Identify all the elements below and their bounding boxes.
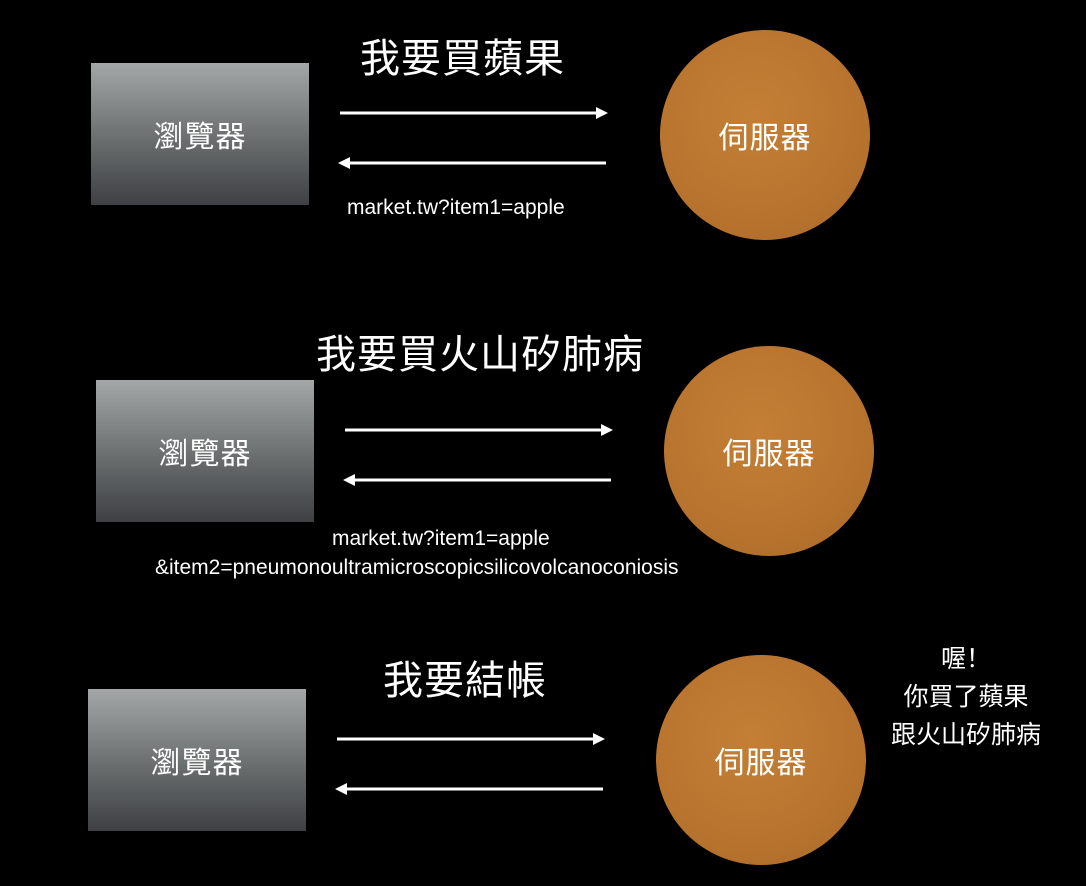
server-note-line: 你買了蘋果 [903,682,1029,711]
server-circle: 伺服器 [664,346,874,556]
server-note: 喔！ 你買了蘋果 跟火山矽肺病 [866,640,1066,754]
browser-box: 瀏覽器 [88,689,306,831]
step-2-title: 我要買火山矽肺病 [316,332,644,378]
request-arrow [345,424,613,436]
step-3-title: 我要結帳 [383,658,547,704]
server-note-line: 喔！ [940,644,991,673]
server-note-line: 跟火山矽肺病 [890,720,1041,749]
request-arrow [340,107,608,119]
request-arrow [337,733,605,745]
url-line: market.tw?item1=apple [332,527,550,550]
browser-box: 瀏覽器 [91,63,309,205]
url-line: &item2=pneumonoultramicroscopicsilicovol… [155,556,679,579]
browser-label: 瀏覽器 [153,120,247,155]
browser-label: 瀏覽器 [158,437,252,472]
browser-label: 瀏覽器 [150,746,244,781]
server-circle: 伺服器 [660,30,870,240]
step-1-title: 我要買蘋果 [360,36,565,82]
server-circle: 伺服器 [656,655,866,865]
response-arrow [343,474,611,486]
server-label: 伺服器 [714,746,808,781]
response-arrow [338,157,606,169]
url-line: market.tw?item1=apple [347,196,565,219]
server-label: 伺服器 [718,121,812,156]
browser-box: 瀏覽器 [96,380,314,522]
server-label: 伺服器 [722,437,816,472]
response-arrow [335,783,603,795]
